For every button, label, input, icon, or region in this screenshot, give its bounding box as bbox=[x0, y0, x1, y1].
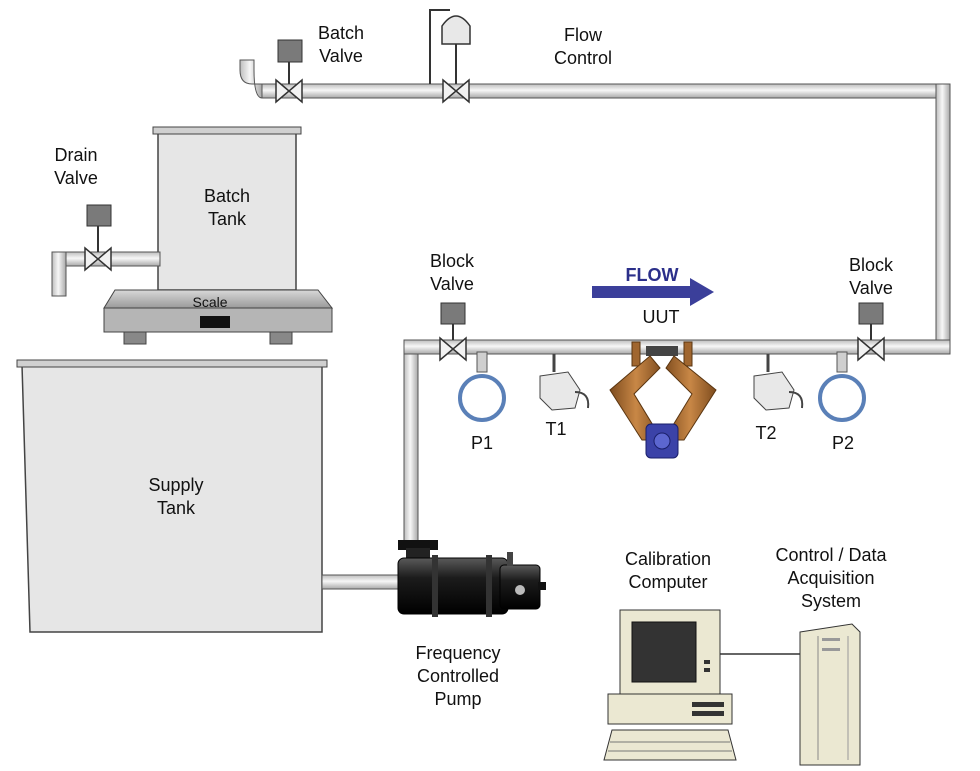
scale-label: Scale bbox=[192, 294, 228, 310]
p1-label: P1 bbox=[470, 433, 494, 453]
calibration-computer bbox=[603, 609, 737, 761]
uut-label: UUT bbox=[642, 307, 680, 327]
block-valve-left[interactable] bbox=[439, 302, 467, 362]
temperature-sensor-t1 bbox=[539, 354, 590, 411]
pressure-gauge-p2 bbox=[818, 351, 866, 422]
frequency-controlled-pump[interactable] bbox=[397, 540, 546, 617]
batch-tank bbox=[152, 126, 302, 291]
flow-direction-arrow bbox=[592, 278, 714, 306]
supply-tank bbox=[16, 359, 328, 633]
return-pipe bbox=[239, 59, 951, 355]
test-section-pipe bbox=[403, 339, 885, 547]
control-daq-system bbox=[799, 623, 861, 766]
drain-valve[interactable] bbox=[84, 204, 112, 272]
batch-valve[interactable] bbox=[275, 39, 303, 104]
uut-flow-meter bbox=[609, 341, 717, 459]
block-valve-right[interactable] bbox=[857, 302, 885, 362]
pressure-gauge-p1 bbox=[458, 351, 506, 422]
t1-label: T1 bbox=[545, 419, 567, 439]
scale bbox=[103, 289, 334, 345]
temperature-sensor-t2 bbox=[753, 354, 804, 411]
flow-control-valve[interactable] bbox=[429, 9, 471, 104]
p2-label: P2 bbox=[831, 433, 855, 453]
t2-label: T2 bbox=[755, 423, 777, 443]
flow-label: FLOW bbox=[625, 265, 679, 285]
suction-pipe bbox=[321, 574, 403, 590]
